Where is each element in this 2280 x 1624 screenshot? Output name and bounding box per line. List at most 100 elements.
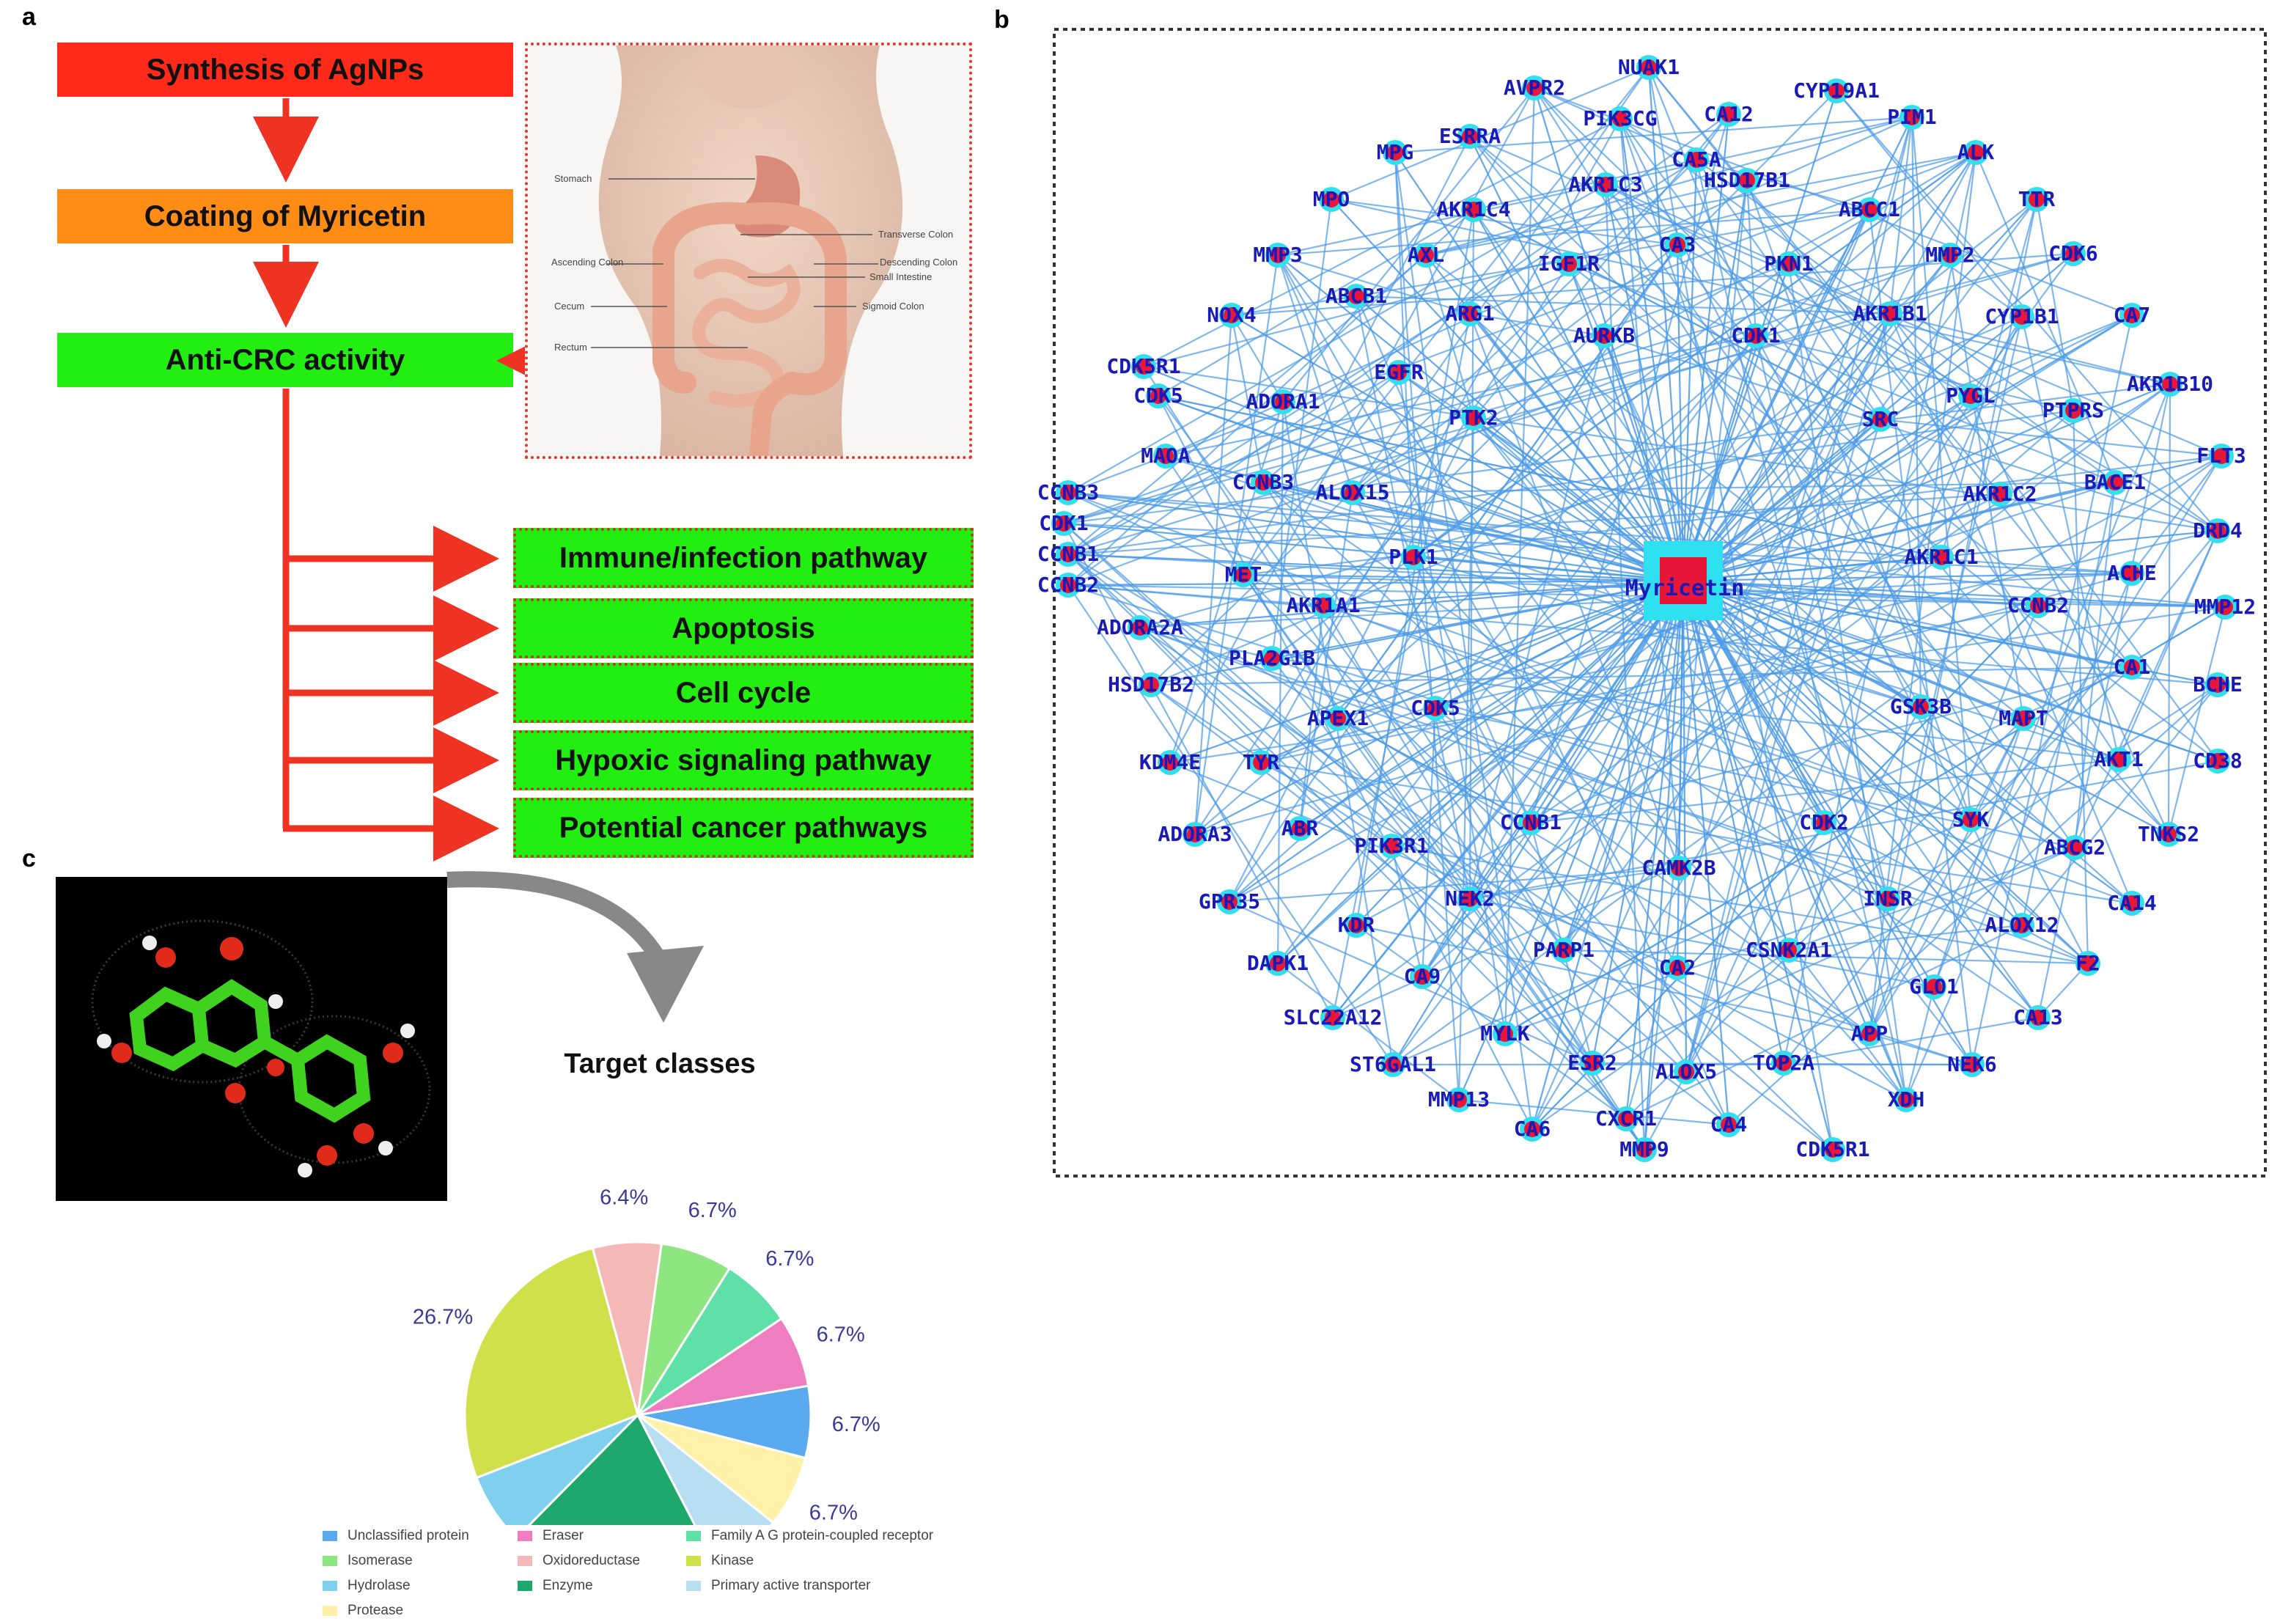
- network-edge: [1067, 491, 2133, 575]
- anatomy-illustration: Stomach Transverse Colon Ascending Colon…: [525, 43, 972, 459]
- network-node: IGF1R: [1538, 251, 1600, 276]
- network-edge: [1158, 395, 1533, 1130]
- label-transverse: Transverse Colon: [878, 229, 953, 240]
- network-edge: [1262, 481, 2119, 761]
- node-dot: [1391, 364, 1407, 381]
- network-node: AKR1C4: [1436, 197, 1511, 222]
- node-label: CDK5: [1411, 696, 1460, 720]
- pie-slice: [636, 1414, 775, 1525]
- legend-swatch: [323, 1606, 337, 1616]
- network-edge: [1683, 579, 2119, 761]
- node-dot: [1596, 328, 1612, 344]
- network-edge: [1391, 580, 1684, 847]
- network-edge: [1194, 572, 2133, 836]
- node-label: CCNB2: [1037, 573, 1099, 597]
- network-node: SYK: [1952, 807, 1989, 832]
- node-dot: [2029, 191, 2045, 207]
- network-node: MMP3: [1253, 243, 1303, 268]
- network-edge: [1229, 417, 1474, 903]
- node-label: ABCG2: [2044, 835, 2106, 859]
- network-edge: [1970, 315, 2133, 397]
- node-label: CAMK2B: [1641, 856, 1715, 880]
- network-edge: [1243, 574, 1834, 1150]
- network-node: CCNB2: [1037, 573, 1099, 598]
- network-node: AKR1B1: [1853, 301, 1927, 326]
- network-edge: [1682, 159, 1698, 581]
- network-node: CDK6: [2048, 241, 2098, 266]
- network-node: SRC: [1862, 407, 1899, 432]
- node-label: INSR: [1863, 886, 1913, 911]
- network-edge: [1473, 417, 2089, 964]
- network-edge: [1063, 383, 2171, 525]
- network-node: PLA2G1B: [1229, 646, 1315, 671]
- network-node: TNKS2: [2138, 822, 2199, 847]
- label-sigmoid: Sigmoid Colon: [862, 301, 924, 312]
- node-dot: [1132, 620, 1148, 636]
- network-edge: [1067, 554, 1834, 1150]
- network-edge: [1139, 626, 1889, 900]
- node-label: NEK2: [1445, 886, 1494, 911]
- node-label: PARP1: [1533, 938, 1595, 962]
- node-label: ADORA2A: [1097, 615, 1183, 639]
- node-dot: [1721, 106, 1737, 122]
- node-label: CCNB3: [1232, 470, 1294, 494]
- node-dot: [2210, 753, 2226, 769]
- network-edge: [1905, 573, 2133, 1101]
- network-edge: [1425, 151, 1976, 257]
- network-edge: [1231, 315, 1284, 403]
- network-edge: [1534, 87, 2169, 835]
- center-node-myricetin: Myricetin: [1625, 541, 1744, 620]
- node-dot: [1688, 152, 1705, 168]
- network-edge: [1231, 252, 2074, 317]
- network-edge: [1889, 117, 1913, 315]
- node-label: CDK1: [1731, 323, 1780, 348]
- network-node: ADORA2A: [1097, 615, 1183, 640]
- pie-chart: 6.7%6.7%6.7%20.0%6.7%26.7%6.4%6.7%6.7%6.…: [413, 1186, 880, 1525]
- node-label: AXL: [1408, 243, 1445, 267]
- network-edge: [1619, 118, 1942, 558]
- network-node: ARG1: [1445, 301, 1495, 326]
- node-dot: [1933, 549, 1949, 565]
- node-label: GLO1: [1909, 974, 1958, 999]
- node-dot: [2030, 598, 2046, 614]
- network-node: CDK5R1: [1106, 354, 1181, 379]
- network-edge: [1625, 117, 1913, 1120]
- node-label: CA14: [2107, 891, 2156, 915]
- network-node: KDR: [1338, 913, 1375, 938]
- network-edge: [1676, 244, 1685, 581]
- legend-swatch: [686, 1556, 701, 1566]
- node-dot: [1584, 1055, 1600, 1071]
- network-node: AKR1C1: [1904, 545, 1979, 570]
- node-label: AKR1B1: [1853, 301, 1927, 326]
- network-edge: [1683, 383, 2171, 582]
- legend-label: Primary active transporter: [711, 1578, 871, 1593]
- pie-title: Target classes: [564, 1048, 756, 1079]
- node-label: ALOX15: [1315, 480, 1389, 504]
- node-dot: [2124, 895, 2140, 911]
- node-dot: [2161, 826, 2177, 842]
- node-dot: [1636, 1142, 1652, 1158]
- node-dot: [1187, 826, 1203, 842]
- node-label: AKR1A1: [1286, 593, 1360, 617]
- network-node: PKN1: [1764, 251, 1814, 276]
- network-edge: [1262, 482, 2039, 1018]
- network-edge: [1886, 316, 2023, 900]
- network-edge: [1469, 136, 1684, 581]
- node-label: MMP12: [2194, 595, 2256, 619]
- network-edge: [1603, 335, 1685, 581]
- network-node: APP: [1851, 1021, 1888, 1046]
- network-node: CA6: [1514, 1117, 1551, 1142]
- node-label: AKR1C2: [1963, 482, 2037, 506]
- network-edge: [1139, 572, 2133, 629]
- network-edge: [1911, 117, 1922, 708]
- node-dot: [1816, 815, 1832, 831]
- network-edge: [1685, 117, 1913, 1073]
- network-edge: [1229, 580, 1684, 903]
- network-edge: [1139, 627, 1627, 1120]
- legend-label: Isomerase: [347, 1553, 413, 1568]
- network-node: PTPRS: [2042, 398, 2104, 423]
- network-node: PLK1: [1389, 545, 1438, 570]
- network-node: CA13: [2013, 1005, 2063, 1030]
- network-edge: [1531, 949, 1790, 1130]
